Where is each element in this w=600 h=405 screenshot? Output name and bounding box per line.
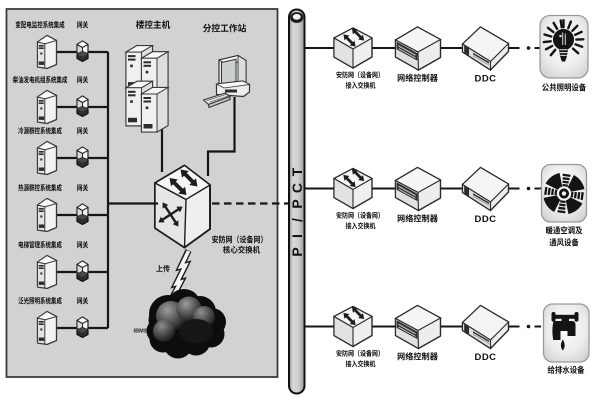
svg-text:IBMS: IBMS: [134, 329, 148, 335]
svg-text:DDC: DDC: [474, 214, 496, 225]
svg-text:C: C: [289, 183, 305, 193]
svg-text:DDC: DDC: [474, 74, 496, 85]
svg-text:/: /: [289, 218, 305, 222]
svg-text:P: P: [289, 247, 305, 256]
svg-text:I: I: [289, 234, 305, 238]
svg-text:P: P: [289, 199, 305, 208]
svg-text:T: T: [289, 167, 305, 176]
svg-text:DDC: DDC: [474, 352, 496, 363]
